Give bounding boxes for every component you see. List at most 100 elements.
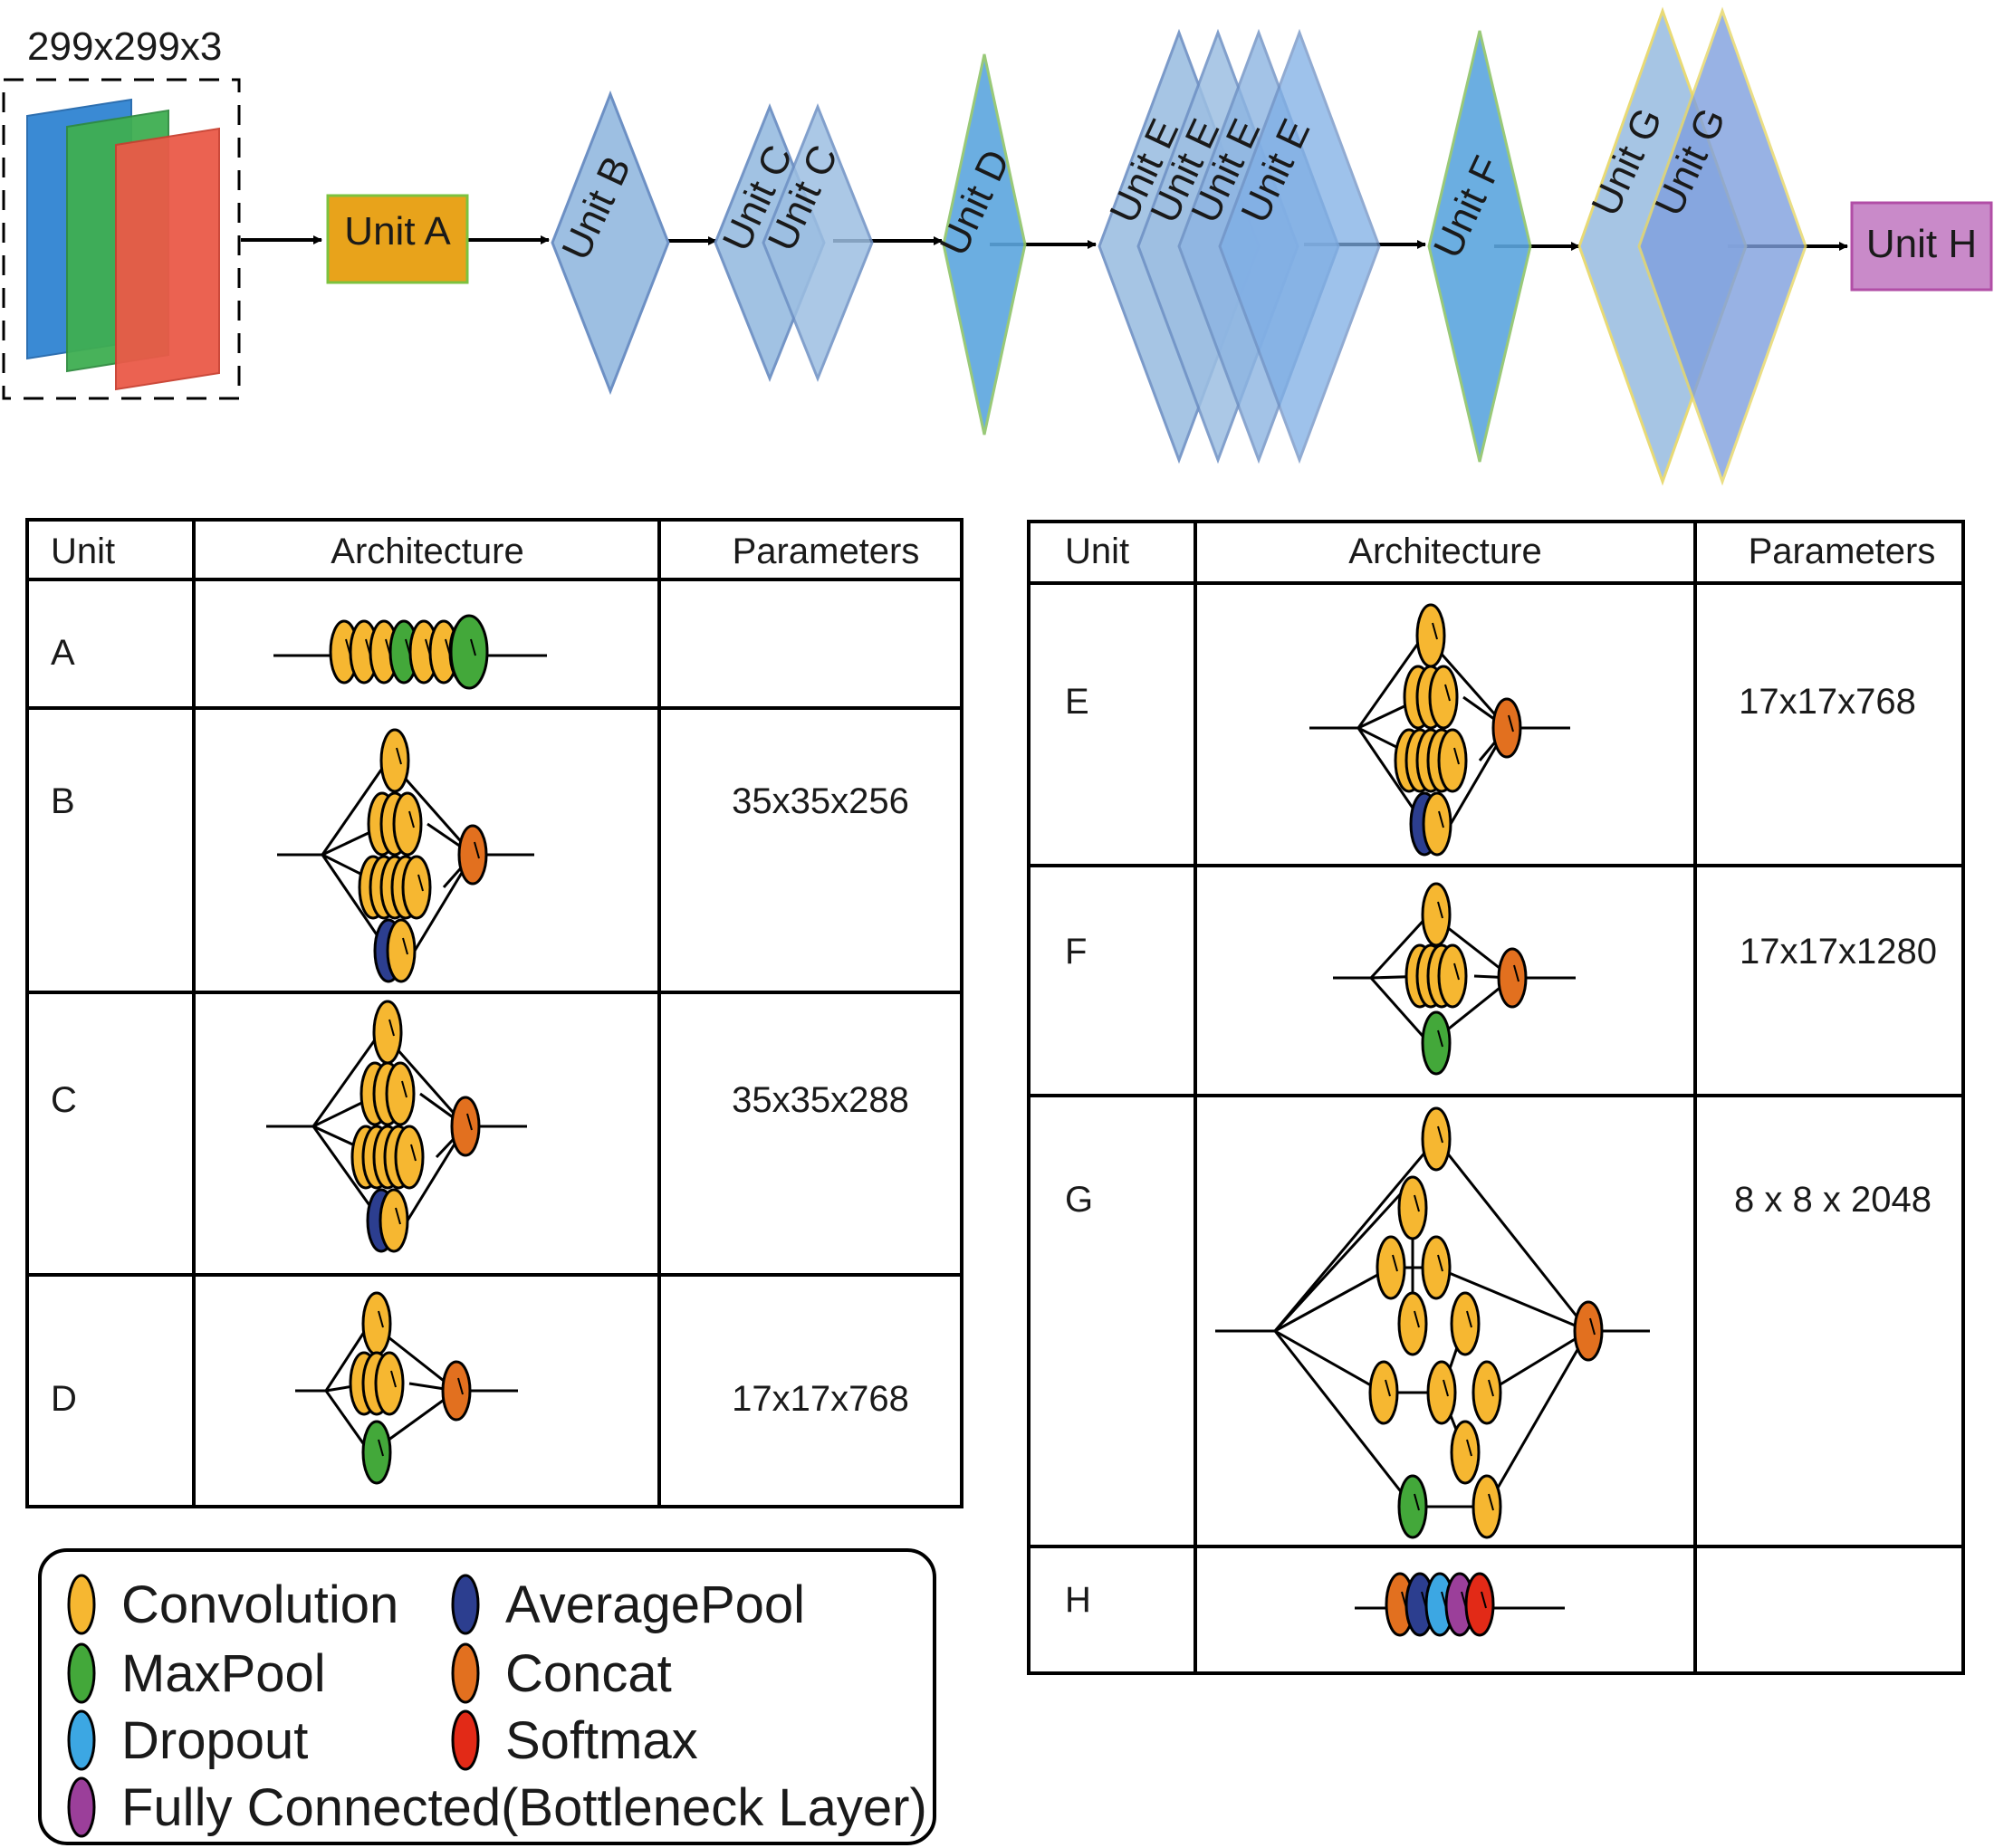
row-d-parameters: 17x17x768 — [732, 1379, 909, 1419]
legend-swatch-0 — [67, 1574, 96, 1635]
unit-f-branch-0-0 — [1421, 882, 1452, 947]
legend-label-3: Concat — [505, 1644, 672, 1703]
architecture-g — [1215, 1106, 1650, 1539]
unit-g-branch-5-out — [1485, 1330, 1590, 1508]
unit-h-box — [1850, 201, 1993, 292]
unit-b-branch-3-1-tick — [402, 937, 408, 955]
legend-label-5: Softmax — [505, 1711, 698, 1770]
row-c-unit: C — [51, 1080, 77, 1120]
unit-f-branch-2-0-tick — [1437, 1029, 1443, 1048]
unit-d-concat — [441, 1360, 472, 1422]
unit-g-conv-3 — [1376, 1235, 1406, 1300]
unit-e-concat-tick — [1508, 714, 1514, 732]
architecture-b — [277, 728, 534, 983]
unit-c-in-branch-0 — [312, 1031, 382, 1127]
right-header-unit: Unit — [1065, 531, 1129, 571]
unit-g-conv-11 — [1472, 1474, 1502, 1539]
unit-c-branch-2-4 — [394, 1125, 425, 1190]
architecture-a — [273, 614, 547, 690]
left-table-grid — [25, 518, 963, 1508]
unit-g-conv-4-tick — [1437, 1254, 1443, 1272]
pipeline: 299x299x3 Unit A Unit B — [2, 6, 1993, 486]
row-e-unit: E — [1065, 682, 1089, 722]
unit-e-branch-3-1-tick — [1438, 810, 1444, 828]
unit-g-conv-9-tick — [1488, 1379, 1494, 1397]
right-header-parameters: Parameters — [1749, 531, 1936, 571]
legend-border — [38, 1548, 936, 1845]
unit-c-branch-0-0-tick — [388, 1019, 395, 1037]
unit-e-in-branch-0 — [1356, 635, 1425, 729]
unit-c-diamond-2 — [762, 102, 874, 383]
row-a-unit: A — [51, 633, 75, 673]
unit-c-branch-3-1 — [379, 1188, 409, 1253]
unit-d-in-branch-2 — [324, 1390, 371, 1453]
left-table-border — [25, 518, 963, 1508]
unit-f-branch-0-0-tick — [1437, 901, 1443, 919]
unit-e-concat — [1491, 697, 1522, 759]
unit-d-in-branch-0 — [324, 1323, 371, 1392]
legend-swatch-6 — [67, 1776, 96, 1838]
unit-g-conv-5-tick — [1414, 1310, 1420, 1328]
unit-f-in-branch-2 — [1369, 977, 1431, 1044]
legend-label-4: Dropout — [121, 1711, 308, 1770]
unit-g-conv-8 — [1426, 1360, 1457, 1425]
unit-c-branch-3-1-tick — [395, 1207, 401, 1225]
unit-c-branch-1-2-tick — [401, 1080, 407, 1098]
architecture-f — [1333, 882, 1576, 1076]
input-image: 299x299x3 — [2, 24, 241, 400]
unit-g-top-conv-tick — [1437, 1125, 1443, 1144]
unit-g-conv-2 — [1397, 1175, 1428, 1240]
legend-label-0: Convolution — [121, 1575, 398, 1634]
unit-g-branch-3-out — [1435, 1266, 1589, 1333]
row-c-parameters: 35x35x288 — [732, 1080, 909, 1120]
unit-g-branch-top-in — [1273, 1138, 1438, 1332]
unit-g-conv-10 — [1450, 1420, 1481, 1485]
legend-swatch-5 — [451, 1709, 480, 1771]
unit-f-branch-1-3 — [1437, 943, 1468, 1009]
input-bounding-box — [2, 78, 241, 400]
legend-swatch-3 — [451, 1642, 480, 1704]
unit-h-node-4 — [1464, 1572, 1495, 1637]
unit-d-concat-tick — [457, 1377, 464, 1395]
unit-g-diamond-2 — [1637, 6, 1807, 486]
unit-c-branch-1-2 — [385, 1061, 416, 1126]
unit-b-branch-0-0-tick — [396, 747, 402, 765]
legend-swatch-4 — [67, 1709, 96, 1771]
unit-g-conv-8-tick — [1443, 1379, 1449, 1397]
unit-b-branch-1-2-tick — [408, 810, 415, 828]
unit-e-branch-1-2-tick — [1444, 684, 1451, 702]
unit-e-branch-0-0 — [1415, 603, 1446, 668]
unit-g-concat-tick — [1589, 1317, 1596, 1336]
unit-g-top-conv — [1421, 1106, 1452, 1172]
red-channel — [115, 127, 220, 391]
unit-a-node-last — [449, 614, 489, 690]
row-f-unit: F — [1065, 932, 1087, 972]
unit-d-branch-2-0 — [361, 1420, 392, 1485]
unit-g-branch-top-out — [1434, 1138, 1590, 1332]
unit-g-conv-3-tick — [1392, 1254, 1398, 1272]
row-b-parameters: 35x35x256 — [732, 781, 909, 821]
unit-d-block: Unit D — [932, 53, 1027, 436]
unit-d-branch-1-2 — [374, 1351, 405, 1416]
legend-swatch-1 — [451, 1574, 480, 1635]
unit-g-conv-6-tick — [1466, 1310, 1472, 1328]
unit-b-branch-3-1 — [386, 918, 417, 983]
unit-g-conv-4 — [1421, 1235, 1452, 1300]
unit-g-branch-4-out — [1486, 1329, 1589, 1394]
unit-d-branch-0-0-tick — [378, 1310, 384, 1328]
unit-b-branch-2-4-tick — [417, 874, 424, 892]
unit-a-block: Unit A — [326, 194, 469, 284]
left-table: Unit Architecture Parameters A B 35x35x2… — [25, 518, 963, 1508]
unit-b-concat-tick — [474, 841, 480, 859]
input-dimensions-label: 299x299x3 — [27, 24, 222, 69]
unit-e-diamond-4 — [1218, 28, 1381, 464]
unit-b-block: Unit B — [551, 90, 670, 396]
unit-g-branch-2-in — [1273, 1179, 1414, 1333]
unit-h-label: Unit H — [1866, 222, 1977, 266]
unit-b-branch-1-2 — [392, 791, 423, 857]
unit-b-branch-0-0 — [379, 728, 410, 793]
row-h-unit: H — [1065, 1580, 1091, 1620]
unit-f-branch-2-0 — [1421, 1010, 1452, 1076]
unit-g-conv-2-tick — [1414, 1194, 1420, 1212]
unit-c-block: Unit C Unit C — [714, 102, 874, 383]
